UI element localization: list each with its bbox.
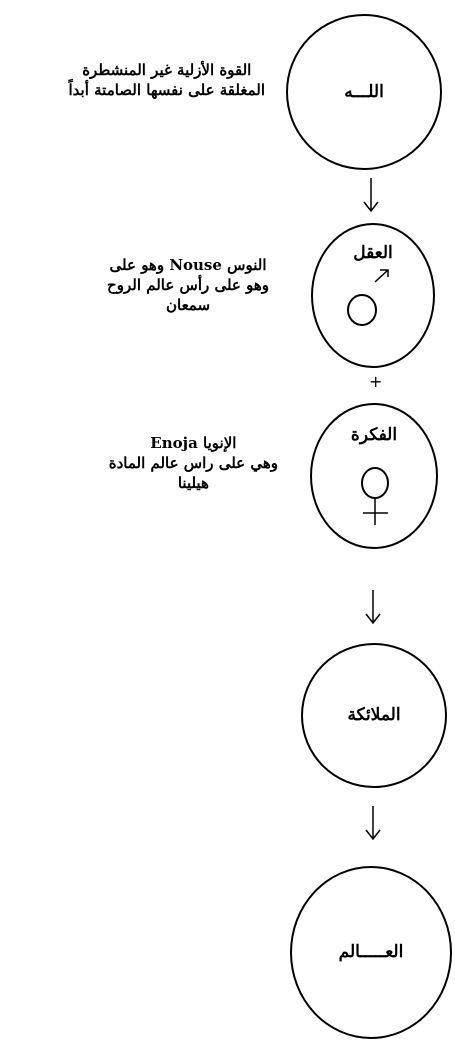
mind-desc-line-1: النوس Nouse وهو على [109, 256, 267, 274]
mind-description: النوس Nouse وهو على وهو على رأس عالم الر… [107, 255, 269, 315]
god-circle: اللـــه [286, 14, 442, 170]
god-desc-line-1: القوة الأزلية غير المنشطرة [82, 61, 252, 79]
thought-label: الفكرة [350, 425, 398, 445]
angels-label: الملائكة [347, 705, 401, 725]
mind-desc-line-2: وهو على رأس عالم الروح [107, 276, 269, 294]
thought-desc-line-3: هيلينا [177, 474, 209, 492]
plus-sign: + [369, 372, 383, 391]
god-label: اللـــه [344, 82, 384, 102]
thought-desc-line-1: الإنويا Enoja [150, 434, 237, 452]
angels-circle: الملائكة [301, 643, 447, 788]
male-symbol-icon [347, 269, 389, 326]
mind-circle: العقل [311, 223, 435, 368]
down-arrow-icon [363, 178, 379, 212]
down-arrow-icon [365, 806, 381, 840]
thought-desc-line-2: وهي على راس عالم المادة [108, 454, 278, 472]
female-symbol-icon [361, 467, 389, 525]
world-circle: العـــــالم [290, 866, 452, 1039]
mind-desc-line-3: سمعان [165, 296, 211, 314]
god-desc-line-2: المغلقة على نفسها الصامتة أبداً [68, 81, 265, 99]
thought-circle: الفكرة [310, 403, 438, 549]
mind-label: العقل [353, 243, 393, 263]
god-description: القوة الأزلية غير المنشطرة المغلقة على ن… [69, 60, 265, 100]
down-arrow-icon [365, 590, 381, 624]
world-label: العـــــالم [338, 942, 404, 962]
thought-description: الإنويا Enoja وهي على راس عالم المادة هي… [109, 433, 278, 493]
